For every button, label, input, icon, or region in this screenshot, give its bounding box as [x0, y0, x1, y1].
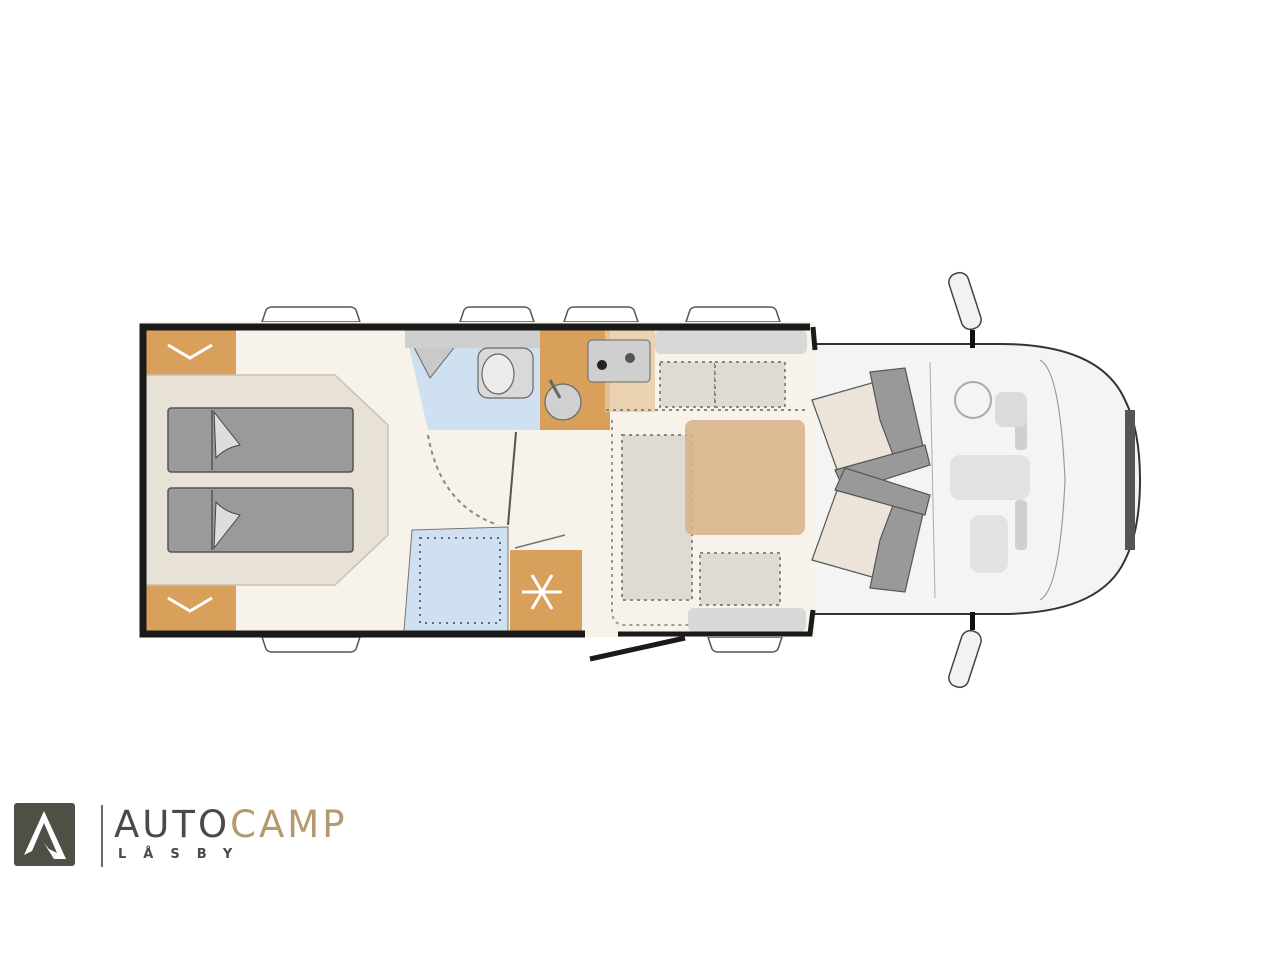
- bench-top: [655, 330, 807, 354]
- cab-console: [950, 455, 1030, 500]
- passenger-footwell: [970, 515, 1008, 573]
- window-bottom-2: [706, 636, 784, 653]
- mirror-icon: [948, 271, 982, 331]
- door-swing: [427, 434, 499, 526]
- windows: [260, 306, 784, 653]
- cab-dash: [1039, 359, 1066, 601]
- mirror-arm: [970, 330, 975, 348]
- washroom: [403, 329, 540, 632]
- window-top-3: [562, 306, 640, 323]
- window-top-1: [260, 306, 362, 323]
- mirror-icon: [948, 629, 982, 689]
- autocamp-logo: AUTOCAMP LÅSBY: [14, 803, 434, 869]
- bed-extension: [621, 434, 693, 601]
- logo-divider: [101, 805, 103, 867]
- wardrobe-bottom: [146, 585, 236, 631]
- hob-icon: [587, 339, 651, 383]
- shower-tray: [419, 537, 501, 624]
- kitchen: [510, 330, 655, 632]
- chevron-icon: [167, 596, 213, 613]
- logo-wordmark: AUTOCAMP: [114, 805, 348, 845]
- window-top-4: [684, 306, 782, 323]
- mirror-arm: [970, 612, 975, 630]
- cab-divider: [929, 361, 936, 599]
- bedroom: [145, 329, 389, 631]
- washroom-shelf: [405, 330, 540, 348]
- seat-cushion: [659, 361, 716, 408]
- dining-table: [685, 420, 805, 535]
- logo-word-auto: AUTO: [114, 803, 231, 846]
- driver-pedal-area: [995, 392, 1027, 427]
- sink-icon: [544, 383, 582, 421]
- logo-word-camp: CAMP: [230, 803, 348, 846]
- bed-icon: [167, 407, 354, 473]
- window-bottom-1: [260, 636, 362, 653]
- entry-door: [589, 635, 686, 662]
- chevron-icon: [167, 343, 213, 360]
- dinette: [606, 330, 807, 632]
- cab-vent-2: [1015, 500, 1027, 550]
- seat-cushion: [714, 361, 786, 408]
- steering-wheel-icon: [954, 381, 992, 419]
- fridge-door: [514, 534, 566, 549]
- seat-cushion: [699, 552, 781, 606]
- bed-icon: [167, 487, 354, 553]
- cab-seat-icon: [811, 467, 931, 593]
- bed-platform: [145, 374, 389, 586]
- logo-subtitle: LÅSBY: [118, 847, 250, 862]
- windshield: [1125, 410, 1135, 550]
- bench-bottom: [688, 608, 806, 632]
- logo-mark-icon: [14, 803, 75, 866]
- partition: [507, 431, 517, 526]
- fridge-snowflake-icon: [522, 574, 562, 610]
- walls: [139, 323, 818, 662]
- wardrobe-top: [146, 329, 236, 375]
- window-top-2: [458, 306, 536, 323]
